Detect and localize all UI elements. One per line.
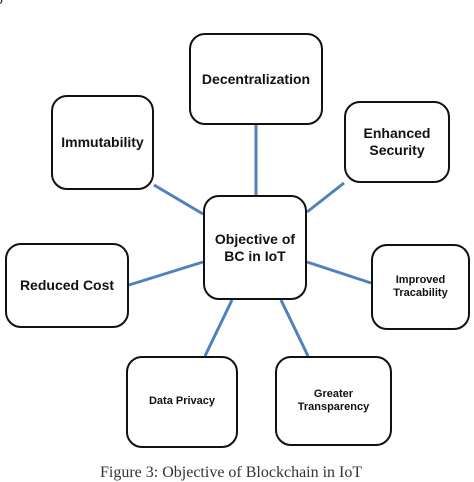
node-improved-tracability-label: Improved Tracability: [393, 273, 448, 299]
node-greater-transparency-label: Greater Transparency: [297, 387, 370, 413]
connector-data-privacy: [203, 299, 234, 357]
connector-immutability: [153, 183, 204, 216]
node-immutability-label: Immutability: [61, 134, 144, 151]
connector-reduced-cost: [128, 260, 204, 287]
node-decentralization: Decentralization: [189, 33, 323, 125]
node-reduced-cost: Reduced Cost: [5, 243, 129, 328]
node-enhanced-security-label: Enhanced Security: [363, 125, 431, 158]
central-node-label: Objective of BC in IoT: [214, 230, 296, 264]
node-data-privacy: Data Privacy: [126, 356, 238, 448]
node-data-privacy-label: Data Privacy: [148, 395, 216, 408]
node-immutability: Immutability: [51, 95, 154, 190]
connector-greater-transparency: [279, 299, 310, 357]
page-fragment-text: 5: [0, 0, 3, 9]
node-greater-transparency: Greater Transparency: [275, 356, 392, 446]
connector-enhanced-security: [306, 181, 345, 214]
figure-caption: Figure 3: Objective of Blockchain in IoT: [100, 464, 363, 481]
node-reduced-cost-label: Reduced Cost: [19, 277, 115, 294]
node-enhanced-security: Enhanced Security: [344, 101, 450, 183]
central-node: Objective of BC in IoT: [203, 195, 307, 300]
node-decentralization-label: Decentralization: [201, 70, 311, 87]
connector-improved-tracability: [306, 260, 372, 285]
node-improved-tracability: Improved Tracability: [371, 244, 470, 330]
